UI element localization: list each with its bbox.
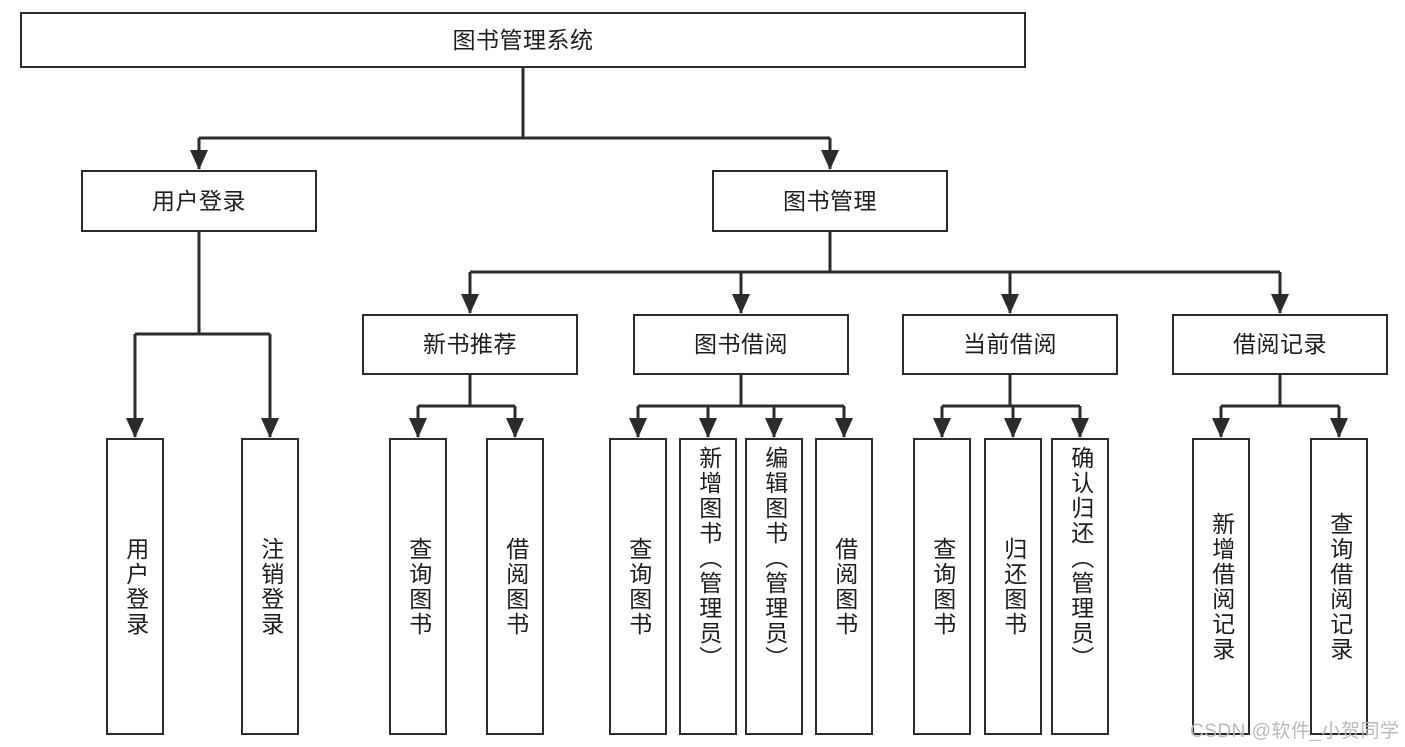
arrowhead-icon: [461, 294, 479, 314]
node-label-book-borrow: 图书借阅: [694, 331, 788, 358]
arrowhead-icon: [1004, 418, 1022, 438]
arrowhead-icon: [765, 418, 783, 438]
node-label-user-login: 用户登录: [152, 187, 246, 214]
node-label-leaf-borrow-book-2: 借阅图书: [831, 536, 858, 637]
node-label-leaf-user-login: 用户登录: [122, 536, 149, 637]
level3-node-new-book-recommend[interactable]: 新书推荐: [362, 314, 578, 375]
node-label-book-manage: 图书管理: [783, 187, 877, 214]
level2-node-user-login[interactable]: 用户登录: [81, 170, 317, 232]
arrowhead-icon: [409, 418, 427, 438]
node-label-leaf-logout-login: 注销登录: [257, 536, 284, 637]
arrowhead-icon: [1330, 418, 1348, 438]
arrowhead-icon: [1001, 294, 1019, 314]
node-label-leaf-query-book-1: 查询图书: [405, 536, 432, 637]
arrowhead-icon: [821, 150, 839, 170]
arrowhead-icon: [1071, 418, 1089, 438]
leaf-node-leaf-query-book-2[interactable]: 查询图书: [609, 438, 667, 735]
arrowhead-icon: [126, 418, 144, 438]
arrowhead-icon: [699, 418, 717, 438]
leaf-node-leaf-edit-book[interactable]: 编辑图书（管理员）: [745, 438, 803, 735]
leaf-node-leaf-return-book[interactable]: 归还图书: [984, 438, 1042, 735]
leaf-node-leaf-query-book-3[interactable]: 查询图书: [913, 438, 971, 735]
node-label-leaf-add-book: 新增图书（管理员）: [695, 446, 722, 671]
node-label-root: 图书管理系统: [452, 26, 594, 53]
leaf-node-leaf-add-book[interactable]: 新增图书（管理员）: [679, 438, 737, 735]
leaf-node-leaf-query-book-1[interactable]: 查询图书: [389, 438, 447, 735]
leaf-node-leaf-logout-login[interactable]: 注销登录: [241, 438, 299, 735]
node-label-leaf-query-borrow-record: 查询借阅记录: [1326, 511, 1353, 662]
arrowhead-icon: [933, 418, 951, 438]
node-label-new-book-recommend: 新书推荐: [423, 331, 517, 358]
node-label-leaf-confirm-return: 确认归还（管理员）: [1067, 446, 1094, 671]
arrowhead-icon: [629, 418, 647, 438]
node-label-leaf-return-book: 归还图书: [1000, 536, 1027, 637]
node-label-current-borrow: 当前借阅: [963, 331, 1057, 358]
arrowhead-icon: [261, 418, 279, 438]
arrowhead-icon: [1271, 294, 1289, 314]
level3-node-book-borrow[interactable]: 图书借阅: [633, 314, 849, 375]
leaf-node-leaf-add-borrow-record[interactable]: 新增借阅记录: [1192, 438, 1250, 735]
node-label-leaf-query-book-2: 查询图书: [625, 536, 652, 637]
arrowhead-icon: [190, 150, 208, 170]
node-label-borrow-record: 借阅记录: [1233, 331, 1327, 358]
leaf-node-leaf-borrow-book-2[interactable]: 借阅图书: [815, 438, 873, 735]
arrowhead-icon: [506, 418, 524, 438]
node-label-leaf-edit-book: 编辑图书（管理员）: [761, 446, 788, 671]
arrowhead-icon: [835, 418, 853, 438]
arrowhead-icon: [732, 294, 750, 314]
leaf-node-leaf-borrow-book-1[interactable]: 借阅图书: [486, 438, 544, 735]
leaf-node-leaf-query-borrow-record[interactable]: 查询借阅记录: [1310, 438, 1368, 735]
level2-node-book-manage[interactable]: 图书管理: [712, 170, 948, 232]
level3-node-current-borrow[interactable]: 当前借阅: [902, 314, 1118, 375]
root-node-root[interactable]: 图书管理系统: [20, 12, 1026, 68]
node-label-leaf-query-book-3: 查询图书: [929, 536, 956, 637]
node-label-leaf-borrow-book-1: 借阅图书: [502, 536, 529, 637]
node-label-leaf-add-borrow-record: 新增借阅记录: [1208, 511, 1235, 662]
leaf-node-leaf-confirm-return[interactable]: 确认归还（管理员）: [1051, 438, 1109, 735]
arrowhead-icon: [1212, 418, 1230, 438]
level3-node-borrow-record[interactable]: 借阅记录: [1172, 314, 1388, 375]
leaf-node-leaf-user-login[interactable]: 用户登录: [106, 438, 164, 735]
